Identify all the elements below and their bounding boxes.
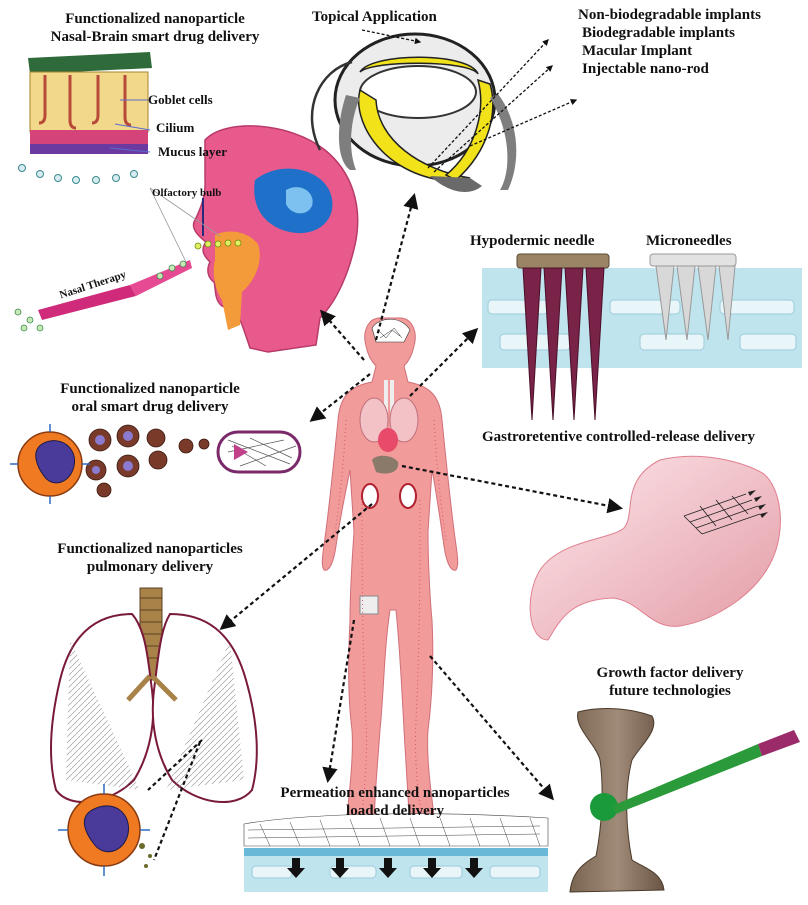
mucus-layer-label: Mucus layer	[158, 144, 227, 160]
growth-title: Growth factor delivery future technologi…	[560, 664, 780, 700]
oral-title: Functionalized nanoparticle oral smart d…	[20, 380, 280, 416]
olfactory-bulb-label: Olfactory bulb	[152, 187, 221, 200]
cilium-label: Cilium	[156, 120, 194, 136]
bone-illustration	[570, 709, 800, 892]
pulmonary-title: Functionalized nanoparticles pulmonary d…	[20, 540, 280, 576]
hypodermic-label: Hypodermic needle	[470, 232, 595, 250]
oral-title-line1: Functionalized nanoparticle	[20, 380, 280, 398]
topical-label: Topical Application	[312, 8, 437, 26]
pulmonary-title-line1: Functionalized nanoparticles	[20, 540, 280, 558]
permeation-title: Permeation enhanced nanoparticles loaded…	[230, 784, 560, 820]
implants-label-2: Biodegradable implants	[582, 24, 735, 42]
oral-title-line2: oral smart drug delivery	[20, 398, 280, 416]
lungs-illustration	[51, 588, 257, 802]
pulmonary-title-line2: pulmonary delivery	[20, 558, 280, 576]
nasal-title-line2: Nasal-Brain smart drug delivery	[10, 28, 300, 46]
skin-panel-needles	[482, 254, 802, 420]
gastro-label: Gastroretentive controlled-release deliv…	[482, 428, 755, 446]
implants-label-4: Injectable nano-rod	[582, 60, 709, 78]
nasal-spray	[15, 260, 192, 331]
permeation-skin	[244, 814, 548, 892]
microneedles-label: Microneedles	[646, 232, 732, 250]
nasal-title: Functionalized nanoparticle Nasal-Brain …	[10, 10, 300, 46]
implants-label-1: Non-biodegradable implants	[578, 6, 761, 24]
growth-title-line1: Growth factor delivery	[560, 664, 780, 682]
growth-title-line2: future technologies	[560, 682, 780, 700]
permeation-title-line1: Permeation enhanced nanoparticles	[230, 784, 560, 802]
stomach-illustration	[530, 456, 780, 640]
nasal-tissue-block	[19, 52, 153, 184]
goblet-cells-label: Goblet cells	[148, 92, 213, 108]
nasal-title-line1: Functionalized nanoparticle	[10, 10, 300, 28]
implants-label-3: Macular Implant	[582, 42, 692, 60]
permeation-title-line2: loaded delivery	[230, 802, 560, 820]
oral-nanoparticles	[10, 424, 300, 504]
